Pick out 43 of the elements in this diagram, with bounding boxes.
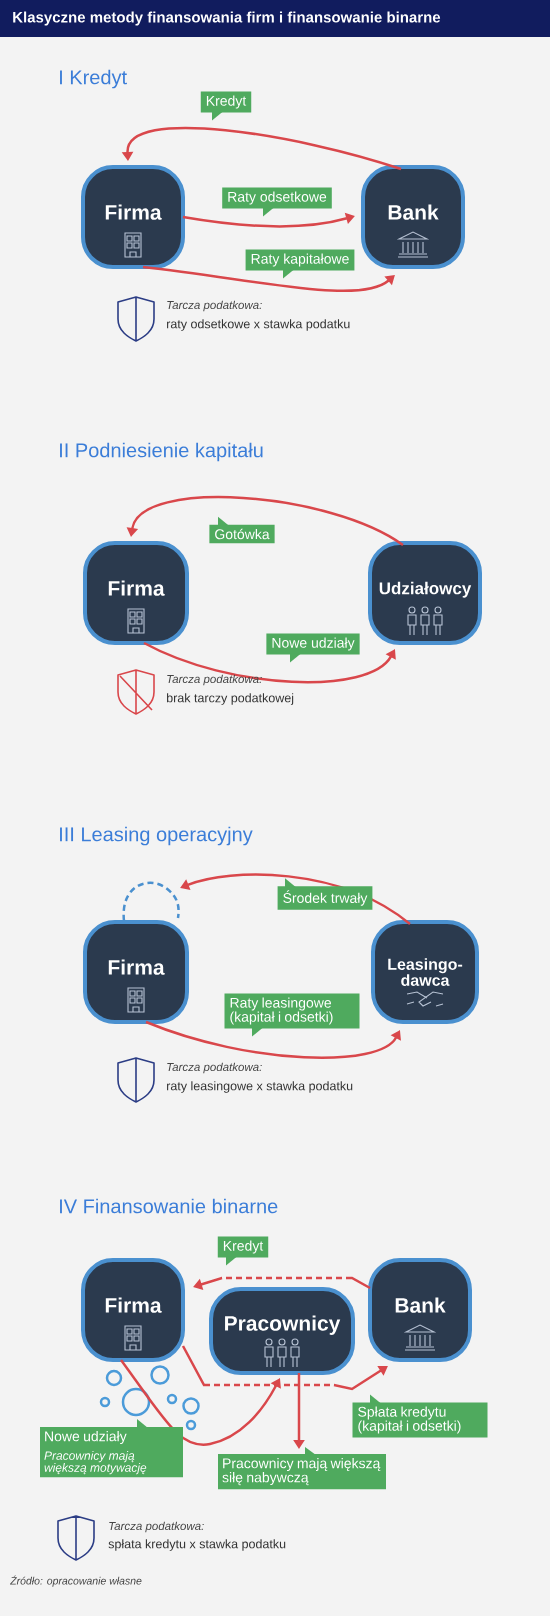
section-heading: II Podniesienie kapitału [60,442,263,462]
section-heading: IV Finansowanie binarne [60,1198,278,1214]
edge-label: Środek trwały [277,878,373,910]
rounded-box: Bank [361,165,465,269]
note-title: Tarcza podatkowa: [109,1521,204,1533]
arrow [143,641,396,684]
note-text: brak tarczy podatkowej [167,693,294,705]
edge-label: Gotówka [209,516,275,544]
rounded-box: Leasingo-dawca [371,920,479,1024]
rounded-box: Firma [83,541,189,645]
edge-label: Kredyt [217,1236,269,1266]
arrow [193,1276,371,1290]
rounded-box: Firma [81,1258,185,1362]
edge-label: Spłata kredytu (kapitał i odsetki) [352,1394,488,1438]
source-note: Źródło: opracowanie własne [10,1575,142,1587]
arrow [142,265,395,292]
rounded-box: Pracownicy [209,1287,355,1375]
edge-label: Raty odsetkowe [222,187,332,217]
arrow [145,1020,401,1059]
edge-label: Nowe udziały [266,633,360,663]
note-title: Tarcza podatkowa: [167,1062,262,1074]
edge-label: Nowe udziały [40,1419,183,1449]
note-text: spłata kredytu x stawka podatku [108,1539,286,1551]
arrow [180,873,411,926]
rounded-box: Udziałowcy [368,541,482,645]
rounded-box: Firma [83,920,189,1024]
note-text: raty odsetkowe x stawka podatku [167,319,350,331]
arrow [181,1345,388,1391]
note-title: Tarcza podatkowa: [167,674,262,686]
callout-note: Pracownicy mają większą motywację [40,1448,183,1478]
edge-label: Kredyt [200,91,252,121]
callout-box: Pracownicy mają większą siłę nabywczą [218,1447,386,1490]
arrow [182,212,355,228]
rounded-box: Firma [81,165,185,269]
note-title: Tarcza podatkowa: [167,300,262,312]
edge-label: Raty leasingowe (kapitał i odsetki) [224,993,360,1037]
title-bar: Klasyczne metody finansowania firm i finansowanie binarne [0,0,550,37]
edge-label: Raty kapitałowe [245,249,355,279]
section-heading: I Kredyt [60,69,127,89]
arrow [120,1359,281,1446]
section-heading: III Leasing operacyjny [60,826,253,846]
note-text: raty leasingowe x stawka podatku [167,1081,353,1093]
rounded-box: Bank [368,1258,472,1362]
